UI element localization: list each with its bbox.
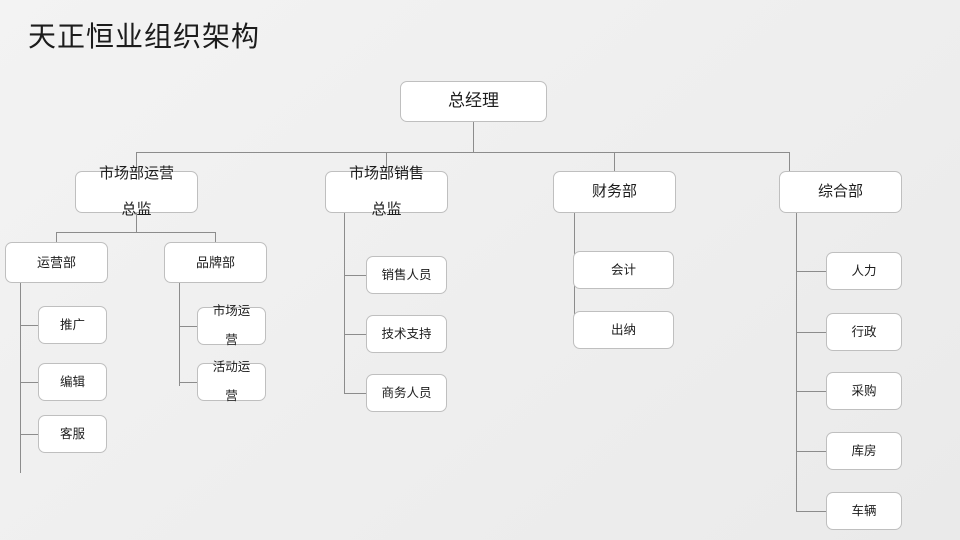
- node-label: 采购: [851, 383, 877, 398]
- node-label: 运营部: [36, 254, 76, 270]
- node-label: 市场部销售总监: [348, 165, 424, 218]
- connector-stub-business-staff: [344, 393, 367, 394]
- connector-level3-bus: [56, 232, 216, 233]
- node-operations-dept[interactable]: 运营部: [5, 242, 108, 283]
- connector-drop-brand-dept: [215, 232, 216, 242]
- connector-root-stem: [473, 122, 474, 152]
- node-accountant[interactable]: 会计: [573, 251, 674, 289]
- node-cashier[interactable]: 出纳: [573, 311, 674, 349]
- node-procurement[interactable]: 采购: [826, 372, 902, 410]
- node-administration[interactable]: 行政: [826, 313, 902, 351]
- node-label: 品牌部: [195, 254, 235, 270]
- node-promotion[interactable]: 推广: [38, 306, 107, 344]
- node-editing[interactable]: 编辑: [38, 363, 107, 401]
- connector-stub-promotion: [20, 325, 39, 326]
- node-label: 出纳: [610, 322, 636, 337]
- connector-stub-vehicles: [796, 511, 826, 512]
- node-general-manager[interactable]: 总经理: [400, 81, 547, 122]
- node-market-operations[interactable]: 市场运营: [197, 303, 266, 348]
- connector-stub-sales-staff: [344, 275, 367, 276]
- node-label: 编辑: [59, 374, 85, 389]
- node-label: 市场运营: [212, 303, 251, 348]
- node-event-operations[interactable]: 活动运营: [197, 359, 266, 404]
- node-label: 财务部: [591, 183, 637, 201]
- node-label: 会计: [610, 262, 636, 277]
- node-label: 人力: [851, 263, 877, 278]
- connector-drop-general-affairs: [789, 152, 790, 171]
- connector-stub-warehouse: [796, 451, 826, 452]
- connector-drop-operations-dept: [56, 232, 57, 242]
- connector-stub-tech-support: [344, 334, 367, 335]
- node-brand-dept[interactable]: 品牌部: [164, 242, 267, 283]
- node-marketing-ops-director[interactable]: 市场部运营总监: [75, 165, 198, 218]
- node-label: 商务人员: [381, 385, 432, 400]
- node-marketing-sales-director[interactable]: 市场部销售总监: [325, 165, 448, 218]
- node-label: 行政: [851, 324, 877, 339]
- connector-spine-brand-dept: [179, 283, 180, 386]
- connector-drop-marketing-ops: [136, 152, 137, 171]
- connector-stub-customer-service: [20, 434, 39, 435]
- page-title: 天正恒业组织架构: [28, 21, 261, 52]
- node-warehouse[interactable]: 库房: [826, 432, 902, 470]
- node-label: 总经理: [448, 91, 499, 111]
- node-label: 库房: [851, 443, 877, 458]
- connector-ops-stem: [136, 213, 137, 232]
- connector-stub-human-resources: [796, 271, 826, 272]
- node-customer-service[interactable]: 客服: [38, 415, 107, 453]
- connector-stub-procurement: [796, 391, 826, 392]
- connector-spine-marketing-sales: [344, 213, 345, 394]
- node-business-staff[interactable]: 商务人员: [366, 374, 447, 412]
- connector-spine-general-affairs: [796, 213, 797, 511]
- connector-level2-bus: [136, 152, 790, 153]
- connector-stub-administration: [796, 332, 826, 333]
- node-finance-dept[interactable]: 财务部: [553, 171, 676, 213]
- node-general-affairs-dept[interactable]: 综合部: [779, 171, 902, 213]
- node-label: 车辆: [851, 503, 877, 518]
- connector-stub-event-operations: [179, 382, 197, 383]
- connector-stub-market-operations: [179, 326, 197, 327]
- node-tech-support[interactable]: 技术支持: [366, 315, 447, 353]
- node-label: 技术支持: [381, 326, 432, 341]
- node-vehicles[interactable]: 车辆: [826, 492, 902, 530]
- connector-drop-marketing-sales: [386, 152, 387, 171]
- node-human-resources[interactable]: 人力: [826, 252, 902, 290]
- node-label: 推广: [59, 317, 85, 332]
- node-label: 销售人员: [381, 267, 432, 282]
- connector-spine-operations-dept: [20, 283, 21, 473]
- node-label: 活动运营: [212, 359, 251, 404]
- node-label: 综合部: [817, 183, 863, 201]
- node-label: 客服: [59, 426, 85, 441]
- connector-stub-editing: [20, 382, 39, 383]
- node-label: 市场部运营总监: [98, 165, 174, 218]
- connector-drop-finance: [614, 152, 615, 171]
- node-sales-staff[interactable]: 销售人员: [366, 256, 447, 294]
